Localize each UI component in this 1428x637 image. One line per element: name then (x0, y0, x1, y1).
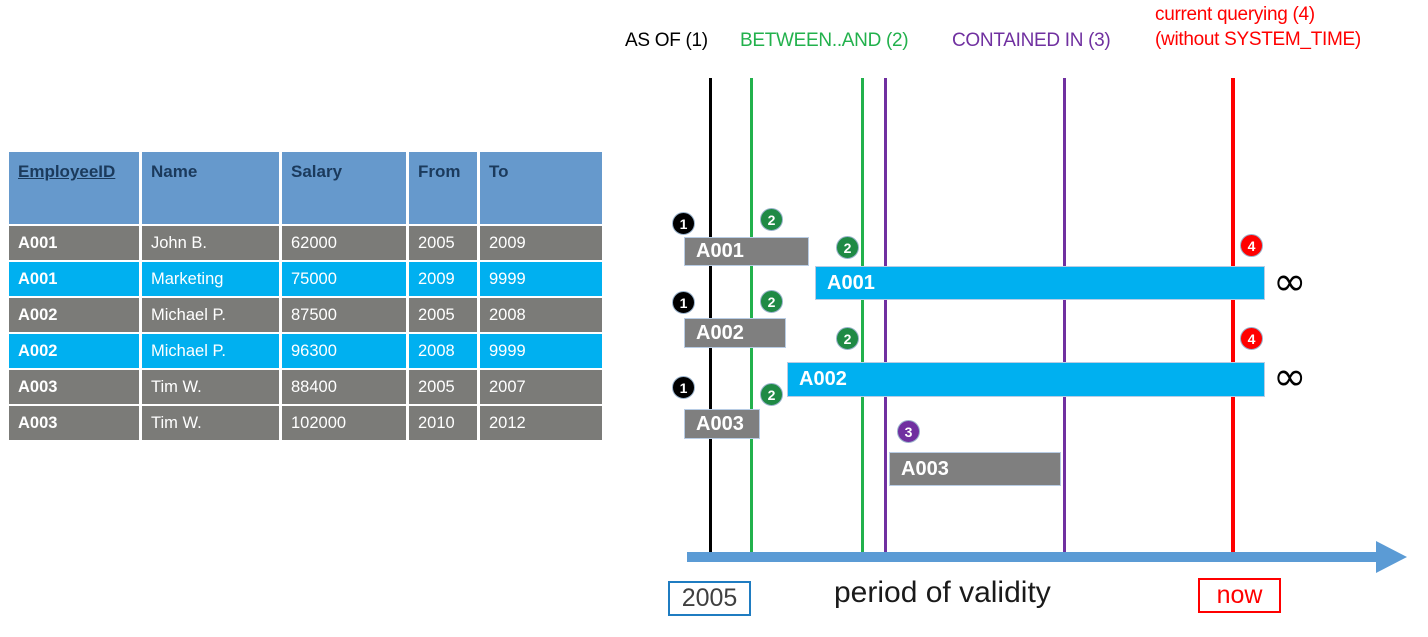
table-cell-from: 2008 (409, 334, 477, 368)
table-cell-employeeid: A003 (9, 406, 139, 440)
table-cell-salary: 88400 (282, 370, 406, 404)
timeline-bar-a001: A001 (815, 266, 1265, 300)
legend-current-querying-line1: current querying (4) (1155, 4, 1315, 25)
table-cell-employeeid: A001 (9, 262, 139, 296)
marker-badge-4: 4 (1240, 234, 1263, 257)
table-cell-from: 2005 (409, 298, 477, 332)
axis-start-label: 2005 (668, 581, 751, 616)
legend-item-between-and: BETWEEN..AND (2) (740, 30, 909, 51)
timeline-bar-a003: A003 (684, 409, 760, 439)
column-header-name: Name (142, 152, 279, 224)
table-cell-employeeid: A003 (9, 370, 139, 404)
marker-badge-1: 1 (672, 376, 695, 399)
timeline-bar-a003: A003 (889, 452, 1061, 486)
timeline-bar-a002: A002 (787, 362, 1265, 397)
axis-title: period of validity (834, 576, 1051, 609)
axis-now-label: now (1198, 578, 1281, 613)
marker-badge-2: 2 (836, 327, 859, 350)
time-axis-arrow-icon (1376, 541, 1407, 573)
contained-start-line (884, 78, 887, 562)
table-cell-from: 2005 (409, 226, 477, 260)
time-axis-line (687, 552, 1387, 562)
table-cell-from: 2005 (409, 370, 477, 404)
table-cell-name: Michael P. (142, 298, 279, 332)
table-cell-salary: 102000 (282, 406, 406, 440)
table-cell-employeeid: A002 (9, 334, 139, 368)
legend-item-current-querying: current querying (4) (without SYSTEM_TIM… (1155, 2, 1361, 52)
marker-badge-2: 2 (836, 236, 859, 259)
marker-badge-2: 2 (760, 208, 783, 231)
table-cell-from: 2010 (409, 406, 477, 440)
marker-badge-1: 1 (672, 291, 695, 314)
table-cell-employeeid: A001 (9, 226, 139, 260)
table-cell-from: 2009 (409, 262, 477, 296)
table-cell-employeeid: A002 (9, 298, 139, 332)
table-cell-salary: 75000 (282, 262, 406, 296)
marker-badge-1: 1 (672, 212, 695, 235)
table-cell-name: Tim W. (142, 406, 279, 440)
table-cell-to: 2009 (480, 226, 602, 260)
timeline-bar-a001: A001 (684, 237, 809, 266)
marker-badge-2: 2 (760, 290, 783, 313)
contained-end-line (1063, 78, 1066, 562)
table-header-row: EmployeeID Name Salary From To (9, 152, 602, 224)
column-header-salary: Salary (282, 152, 406, 224)
table-cell-to: 2012 (480, 406, 602, 440)
marker-badge-3: 3 (897, 420, 920, 443)
column-header-from: From (409, 152, 477, 224)
column-header-employeeid: EmployeeID (9, 152, 139, 224)
table-cell-salary: 87500 (282, 298, 406, 332)
table-cell-to: 9999 (480, 262, 602, 296)
infinity-icon: ∞ (1273, 354, 1307, 400)
table-cell-name: Marketing (142, 262, 279, 296)
table-cell-salary: 62000 (282, 226, 406, 260)
marker-badge-2: 2 (760, 383, 783, 406)
table-cell-to: 2008 (480, 298, 602, 332)
marker-badge-4: 4 (1240, 327, 1263, 350)
table-cell-name: John B. (142, 226, 279, 260)
table-cell-name: Michael P. (142, 334, 279, 368)
table-cell-salary: 96300 (282, 334, 406, 368)
legend-item-as-of: AS OF (1) (625, 30, 708, 51)
table-cell-to: 9999 (480, 334, 602, 368)
legend: AS OF (1) BETWEEN..AND (2) CONTAINED IN … (620, 0, 1428, 66)
table-cell-name: Tim W. (142, 370, 279, 404)
legend-item-contained-in: CONTAINED IN (3) (952, 30, 1111, 51)
table-cell-to: 2007 (480, 370, 602, 404)
column-header-to: To (480, 152, 602, 224)
legend-current-querying-line2: (without SYSTEM_TIME) (1155, 29, 1361, 50)
timeline-bar-a002: A002 (684, 318, 786, 348)
now-line (1231, 78, 1235, 562)
infinity-icon: ∞ (1273, 259, 1307, 305)
between-end-line (861, 78, 864, 562)
